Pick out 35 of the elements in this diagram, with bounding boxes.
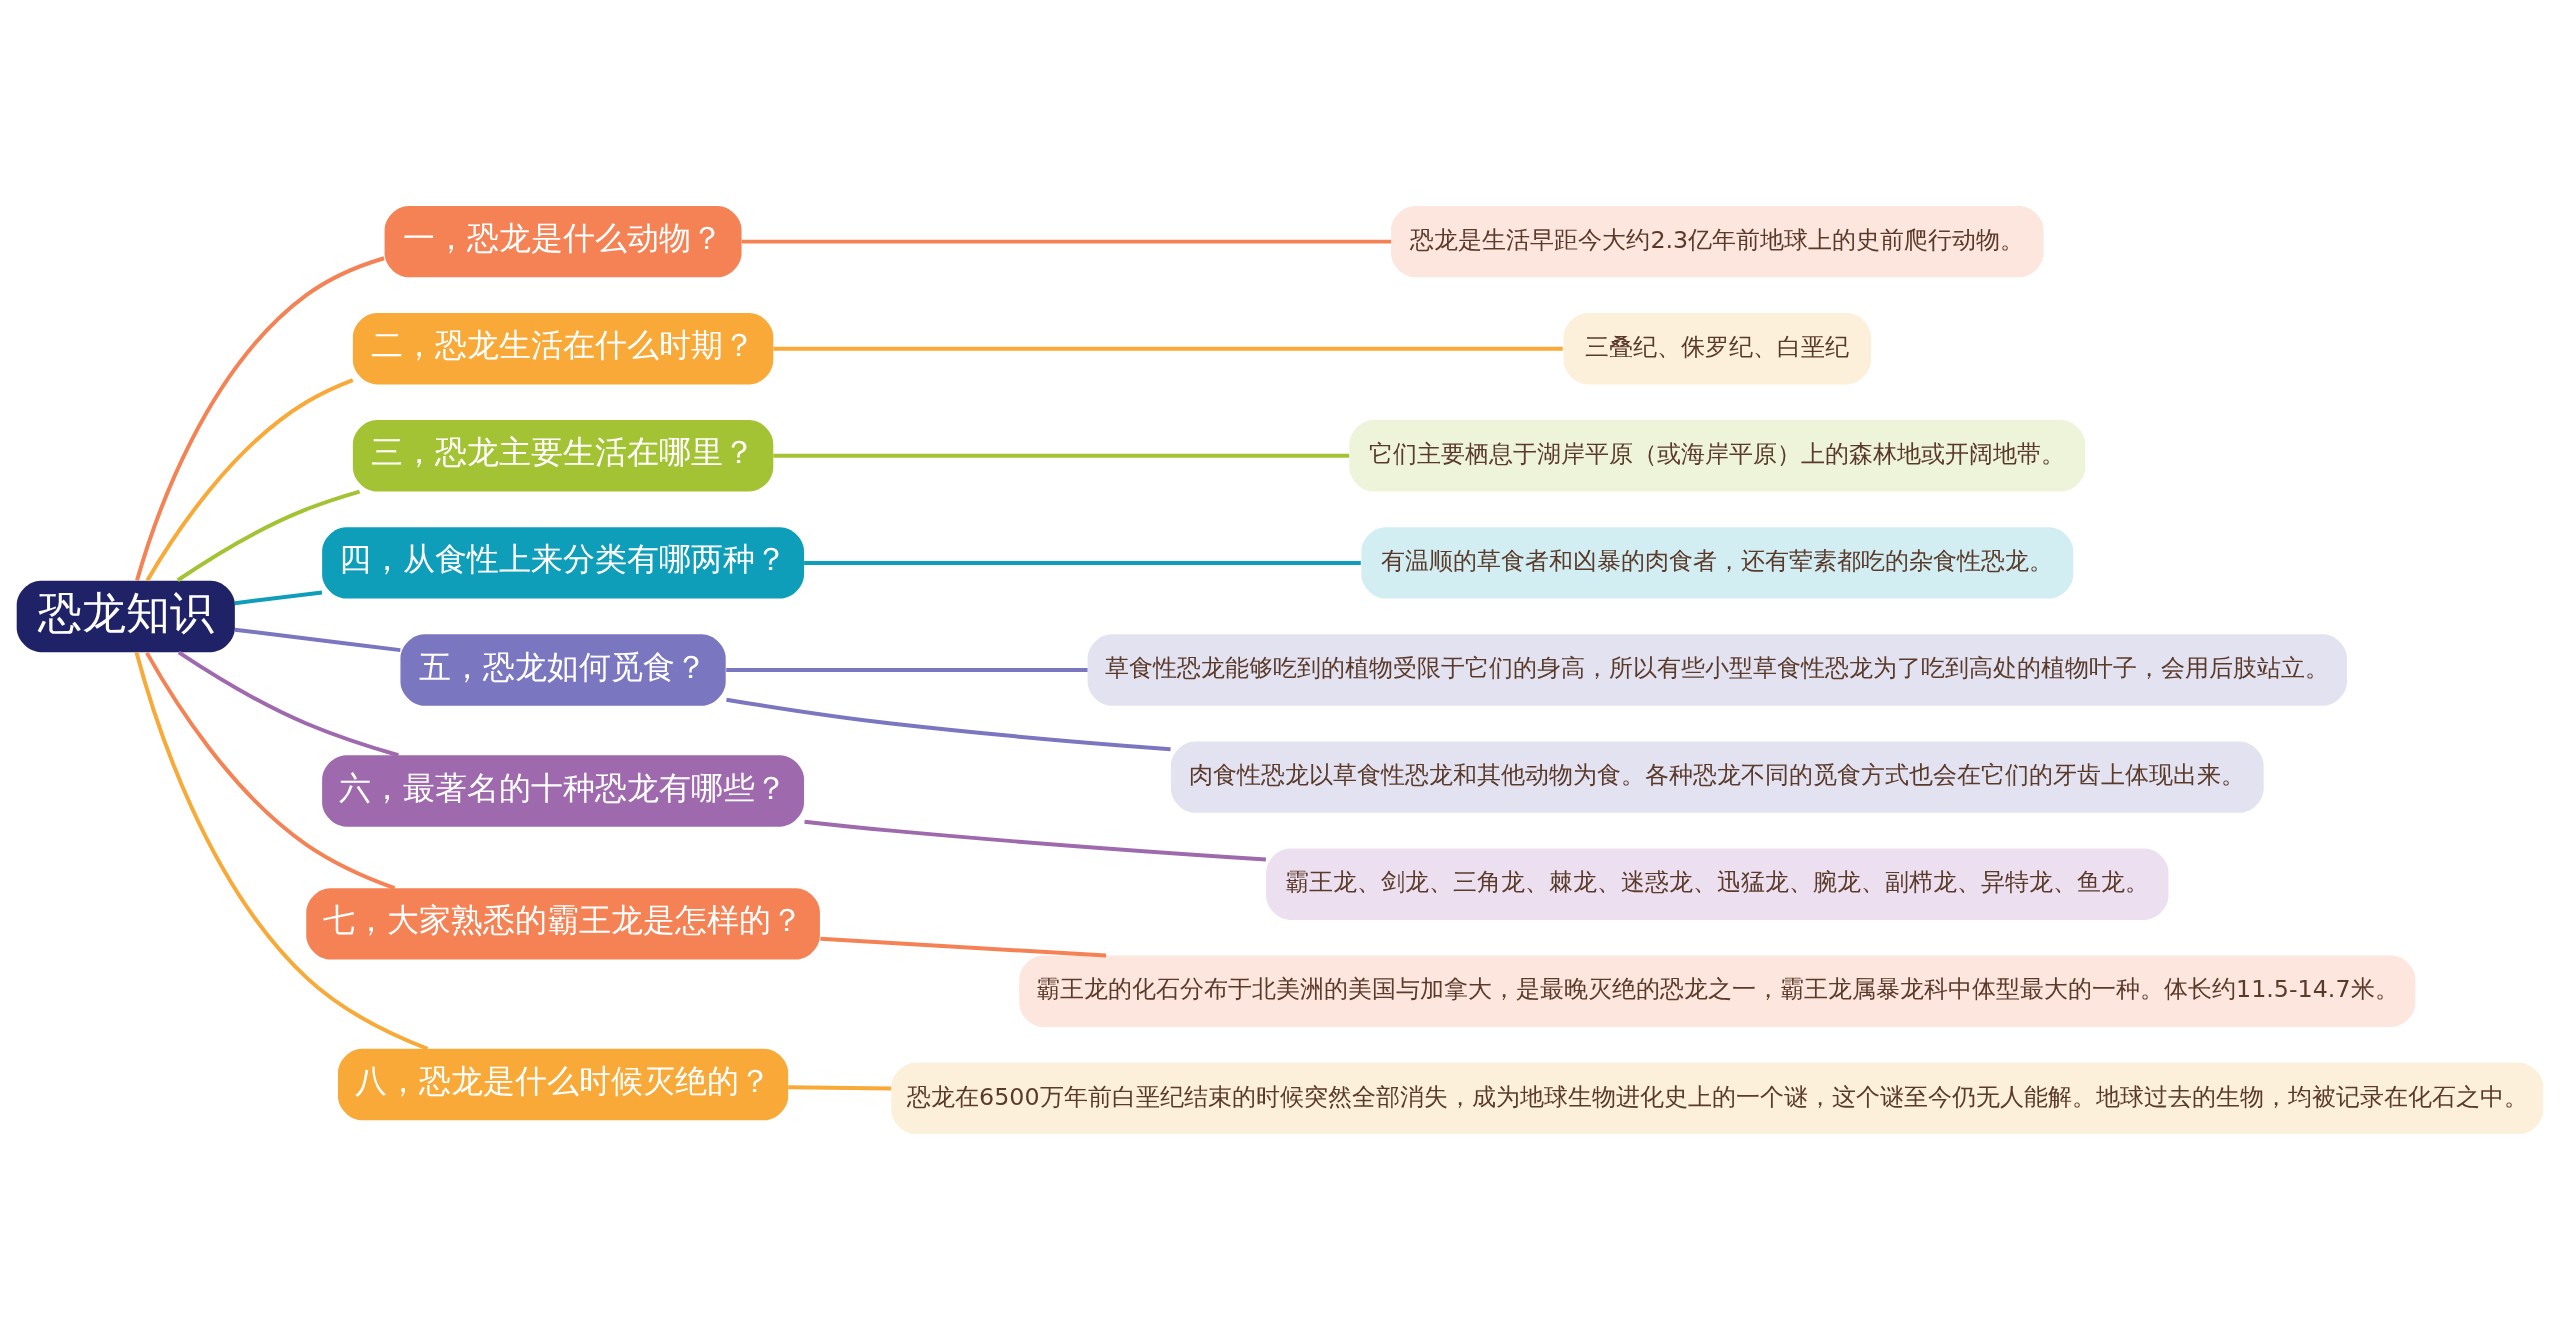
node-box: 恐龙知识 [16,580,235,652]
node-box: 七，大家熟悉的霸王龙是怎样的？ [306,887,820,960]
node-box: 有温顺的草食者和凶暴的肉食者，还有荤素都吃的杂食性恐龙。 [1361,526,2074,599]
connector [135,255,385,581]
node-box: 它们主要栖息于湖岸平原（或海岸平原）上的森林地或开阔地带。 [1349,419,2086,491]
connector [773,453,1350,458]
connector [773,346,1563,351]
connector [804,560,1361,565]
connector [234,627,401,652]
node-box: 霸王龙的化石分布于北美洲的美国与加拿大，是最晚灭绝的恐龙之一，霸王龙属暴龙科中体型最大的一种。体长约11.5-14.7米。 [1019,955,2416,1027]
connector [820,936,1107,958]
connector [234,590,323,605]
connector [726,667,1088,672]
connector [176,489,361,582]
node-box: 四，从食性上来分类有哪两种？ [322,526,805,599]
connector [788,1084,892,1090]
node-box: 六，最著名的十种恐龙有哪些？ [322,754,805,827]
node-box: 三，恐龙主要生活在哪里？ [352,419,774,491]
connector [726,697,1171,751]
node-box: 一，恐龙是什么动物？ [384,205,742,277]
connector [145,377,354,581]
node-box: 恐龙在6500万年前白垩纪结束的时候突然全部消失，成为地球生物进化史上的一个谜，这个谜至今仍无人能解。地球过去的生物，均被记录在化石之中。 [891,1062,2544,1134]
node-box: 肉食性恐龙以草食性恐龙和其他动物为食。各种恐龙不同的觅食方式也会在它们的牙齿上体现出来。 [1170,740,2264,813]
connector [134,651,429,1051]
node-box: 八，恐龙是什么时候灭绝的？ [338,1048,789,1120]
node-box: 五，恐龙如何觅食？ [400,633,726,706]
connector [177,650,399,757]
connector [145,651,396,890]
node-box: 恐龙是生活早距今大约2.3亿年前地球上的史前爬行动物。 [1391,205,2044,277]
node-box: 霸王龙、剑龙、三角龙、棘龙、迷惑龙、迅猛龙、腕龙、副栉龙、异特龙、鱼龙。 [1266,848,2169,920]
connector [804,819,1267,862]
node-box: 三叠纪、侏罗纪、白垩纪 [1563,312,1871,384]
connector [741,239,1391,244]
node-box: 草食性恐龙能够吃到的植物受限于它们的身高，所以有些小型草食性恐龙为了吃到高处的植物叶子，会用后肢站立。 [1087,633,2347,706]
node-box: 二，恐龙生活在什么时期？ [352,312,774,384]
